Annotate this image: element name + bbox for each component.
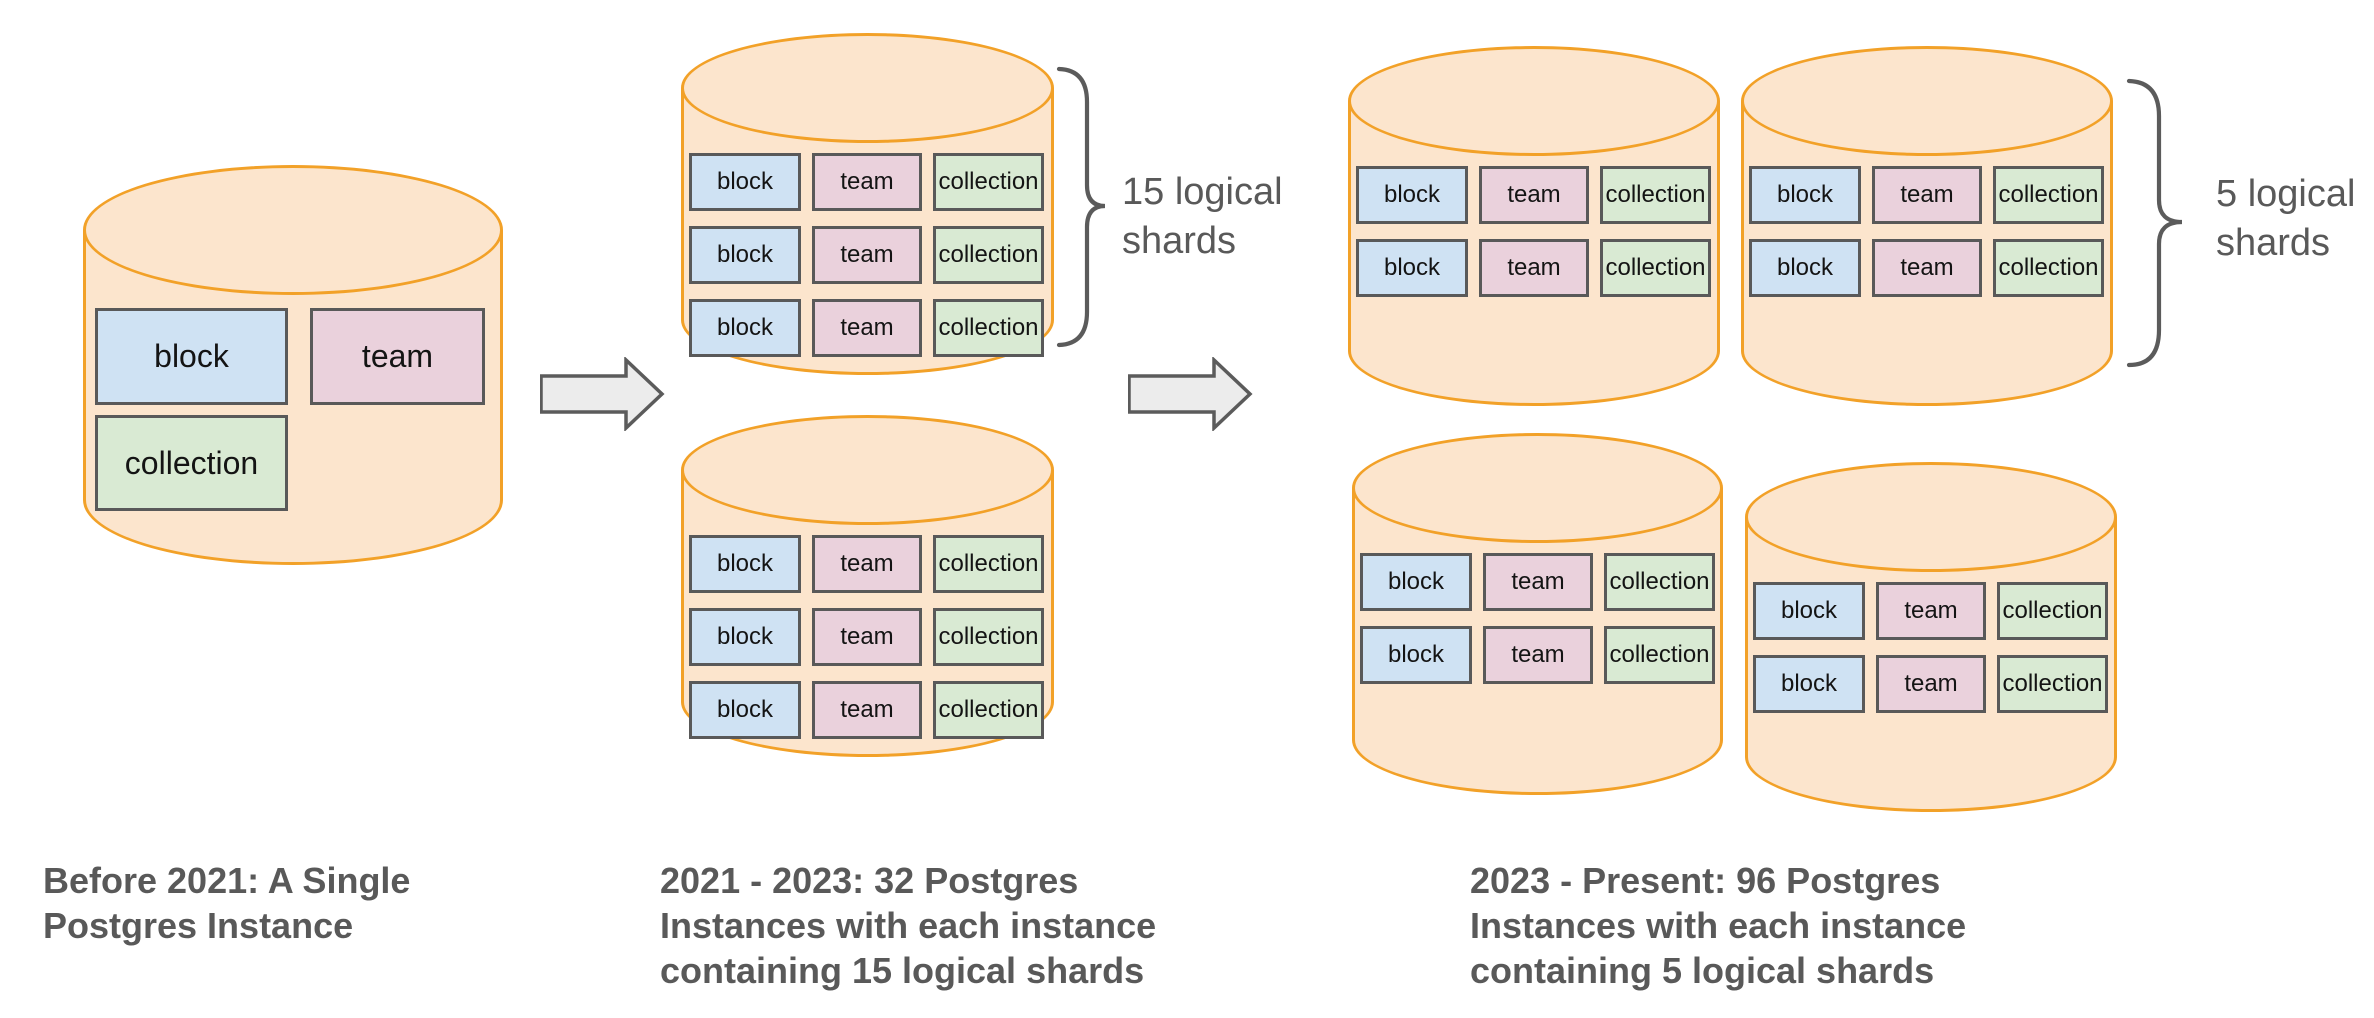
table-box-collection: collection bbox=[933, 535, 1044, 593]
table-box-team: team bbox=[812, 608, 922, 666]
stage-caption-before-2021: Before 2021: A Single Postgres Instance bbox=[43, 860, 411, 946]
table-box-block: block bbox=[95, 308, 288, 405]
table-box-collection: collection bbox=[1997, 582, 2108, 640]
table-box-collection: collection bbox=[933, 226, 1044, 284]
table-box-team: team bbox=[812, 299, 922, 357]
curly-brace-icon bbox=[2126, 78, 2183, 368]
table-box-team: team bbox=[1483, 553, 1593, 611]
table-box-collection: collection bbox=[95, 415, 288, 511]
table-box-block: block bbox=[1749, 239, 1861, 297]
table-box-team: team bbox=[812, 681, 922, 739]
table-box-block: block bbox=[689, 153, 801, 211]
shard-count-label-15: 15 logical shards bbox=[1122, 171, 1283, 262]
table-box-team: team bbox=[1872, 239, 1982, 297]
table-box-collection: collection bbox=[1997, 655, 2108, 713]
table-box-block: block bbox=[1360, 553, 1472, 611]
table-box-block: block bbox=[1360, 626, 1472, 684]
postgres-instance-cylinder-single: block team collection bbox=[83, 165, 503, 565]
table-box-team: team bbox=[1876, 655, 1986, 713]
curly-brace-path bbox=[1056, 66, 1106, 348]
table-box-collection: collection bbox=[1600, 166, 1711, 224]
table-box-collection: collection bbox=[933, 608, 1044, 666]
table-box-collection: collection bbox=[1993, 239, 2104, 297]
cylinder-top-ellipse bbox=[83, 165, 503, 295]
cylinder-top-ellipse bbox=[1745, 462, 2117, 572]
table-box-block: block bbox=[689, 299, 801, 357]
shard-count-label-5: 5 logical shards bbox=[2216, 173, 2356, 264]
table-box-block: block bbox=[689, 608, 801, 666]
table-box-block: block bbox=[1749, 166, 1861, 224]
stage-caption-2023-present: 2023 - Present: 96 Postgres Instances wi… bbox=[1470, 860, 1967, 991]
table-box-collection: collection bbox=[933, 299, 1044, 357]
cylinder-top-ellipse bbox=[681, 415, 1054, 525]
table-box-collection: collection bbox=[933, 153, 1044, 211]
curly-brace-path bbox=[2126, 78, 2183, 368]
table-box-team: team bbox=[310, 308, 485, 405]
table-box-block: block bbox=[1356, 239, 1468, 297]
table-box-block: block bbox=[689, 226, 801, 284]
table-box-collection: collection bbox=[1604, 553, 1715, 611]
table-box-collection: collection bbox=[933, 681, 1044, 739]
table-box-block: block bbox=[1356, 166, 1468, 224]
arrow-right-icon bbox=[1128, 357, 1253, 431]
table-box-team: team bbox=[812, 153, 922, 211]
table-box-collection: collection bbox=[1604, 626, 1715, 684]
table-box-block: block bbox=[1753, 655, 1865, 713]
table-box-team: team bbox=[812, 226, 922, 284]
table-box-team: team bbox=[1876, 582, 1986, 640]
arrow-right-icon bbox=[540, 357, 665, 431]
table-box-collection: collection bbox=[1600, 239, 1711, 297]
curly-brace-icon bbox=[1056, 66, 1106, 348]
table-box-collection: collection bbox=[1993, 166, 2104, 224]
table-box-team: team bbox=[1479, 239, 1589, 297]
table-box-team: team bbox=[812, 535, 922, 593]
cylinder-top-ellipse bbox=[1741, 46, 2113, 156]
arrow-right-shape bbox=[540, 357, 665, 431]
cylinder-top-ellipse bbox=[681, 33, 1054, 143]
stage-caption-2021-2023: 2021 - 2023: 32 Postgres Instances with … bbox=[660, 860, 1157, 991]
table-box-block: block bbox=[1753, 582, 1865, 640]
cylinder-top-ellipse bbox=[1348, 46, 1720, 156]
table-box-block: block bbox=[689, 681, 801, 739]
table-box-team: team bbox=[1483, 626, 1593, 684]
arrow-right-shape bbox=[1128, 357, 1253, 431]
table-box-block: block bbox=[689, 535, 801, 593]
table-box-team: team bbox=[1872, 166, 1982, 224]
table-box-team: team bbox=[1479, 166, 1589, 224]
cylinder-top-ellipse bbox=[1352, 433, 1723, 543]
